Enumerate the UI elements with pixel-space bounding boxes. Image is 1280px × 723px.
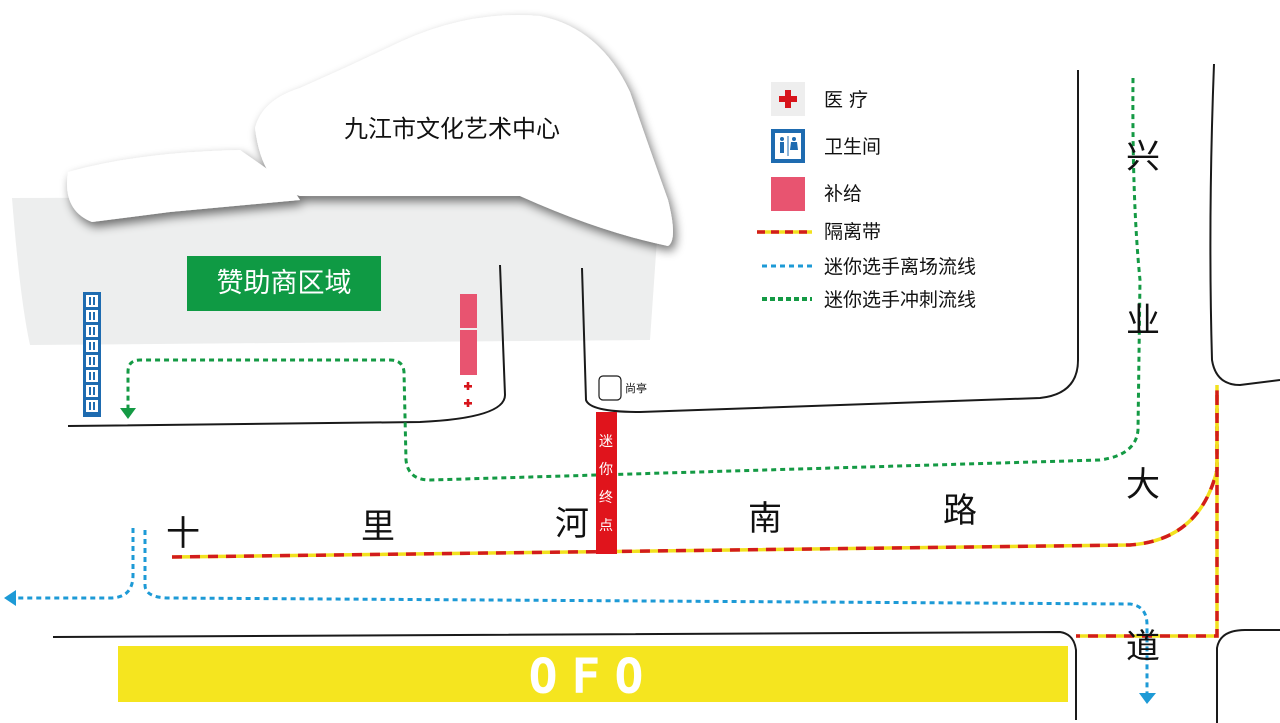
building-label: 九江市文化艺术中心	[344, 115, 560, 143]
barrier-lines	[171, 385, 1219, 638]
finish-char: 终	[599, 490, 613, 506]
road-char: 大	[1126, 465, 1160, 505]
ofo-banner	[118, 646, 1068, 702]
exit-route-arrow-south	[1139, 693, 1156, 704]
supply-block-icon	[460, 294, 477, 328]
medical-cross-icon	[464, 399, 472, 407]
legend-label: 迷你选手离场流线	[824, 256, 976, 278]
legend-label: 医 疗	[824, 89, 868, 111]
road-name-east: 兴 业 大 道	[1126, 137, 1160, 667]
legend-label: 隔离带	[824, 221, 881, 243]
road-char: 路	[943, 491, 977, 531]
finish-char: 点	[599, 518, 613, 534]
pavilion-icon	[598, 375, 622, 401]
road-char: 南	[748, 499, 782, 539]
legend-label: 迷你选手冲刺流线	[824, 289, 976, 311]
road-char: 业	[1126, 301, 1160, 341]
road-char: 十	[166, 514, 200, 554]
sprint-route	[126, 77, 1142, 482]
legend-label: 卫生间	[824, 136, 881, 158]
restroom-column	[83, 292, 101, 417]
road-char: 河	[555, 504, 589, 544]
exit-route-arrow-west	[4, 590, 16, 606]
road-char: 里	[361, 507, 395, 547]
road-char: 道	[1126, 627, 1160, 667]
building-shape	[67, 15, 673, 247]
finish-zone	[596, 412, 617, 554]
sponsor-area-label: 赞助商区域	[217, 268, 352, 299]
finish-label: 迷 你 终 点	[599, 434, 613, 534]
ofo-banner-text: OFO	[529, 649, 658, 705]
medical-cross-icon	[464, 382, 472, 390]
pavilion-label: 尚亭	[625, 381, 647, 395]
legend-label: 补给	[824, 183, 862, 205]
road-char: 兴	[1126, 137, 1160, 177]
legend: 医 疗 卫生间 补给 隔离带 迷你选手离场流线 迷你选手冲刺流线	[757, 82, 976, 311]
medical-cross-icon	[779, 90, 797, 108]
finish-char: 你	[599, 462, 613, 478]
supply-block-icon	[771, 177, 805, 211]
sprint-route-arrow	[120, 408, 136, 419]
supply-block-icon	[460, 330, 477, 375]
road-curbs	[52, 63, 1280, 723]
road-name-south: 十 里 河 南 路	[166, 491, 977, 554]
finish-char: 迷	[599, 434, 613, 450]
exit-route	[18, 528, 1149, 695]
sponsor-area-box	[187, 256, 381, 311]
